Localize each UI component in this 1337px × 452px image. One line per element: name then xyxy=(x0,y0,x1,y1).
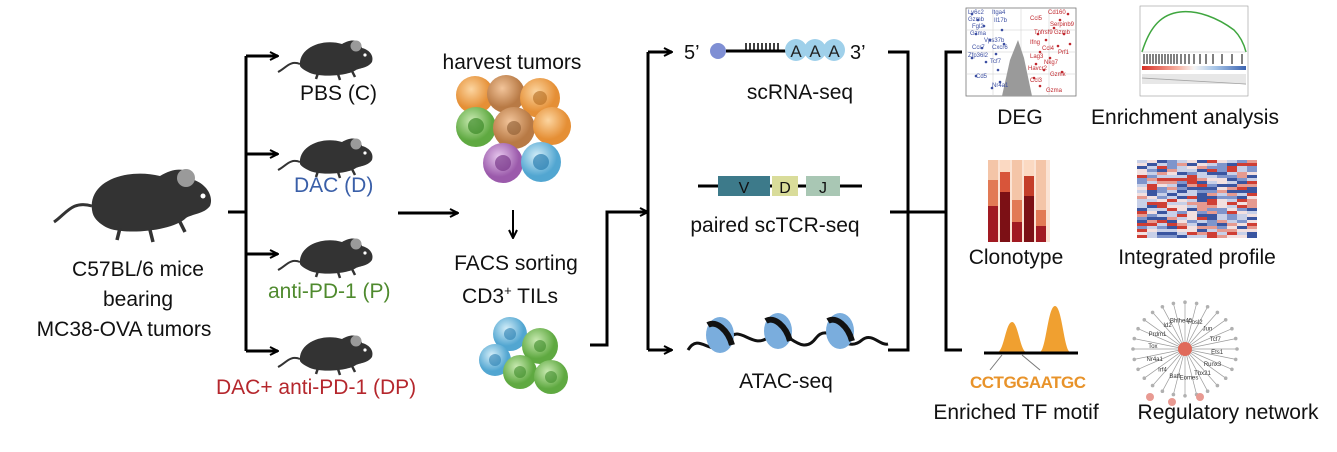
network-node-label: Ets1 xyxy=(1211,350,1224,356)
svg-text:Ifng: Ifng xyxy=(1030,40,1040,46)
svg-text:Vps37b: Vps37b xyxy=(984,38,1005,44)
tf-motif-label: Enriched TF motif xyxy=(933,401,1098,424)
tf-motif-peaks-icon: CCTGGAATGC xyxy=(970,306,1086,392)
tumor-cells-icon xyxy=(456,75,571,183)
svg-text:Ccl3: Ccl3 xyxy=(1030,78,1043,84)
start-label-line1: C57BL/6 mice xyxy=(72,258,204,281)
til-label: CD3+ TILs xyxy=(462,283,558,308)
sorted-tils-icon xyxy=(479,317,568,394)
network-node-label: Nr4a1 xyxy=(1147,357,1164,363)
volcano-plot-icon: Ly6c2 Gzmb Itga4 Fgl2 Il17b Gzma Vps37b … xyxy=(965,7,1077,97)
svg-text:Tcf7: Tcf7 xyxy=(990,59,1002,65)
network-label: Regulatory network xyxy=(1138,401,1319,424)
svg-text:Gzmb: Gzmb xyxy=(1054,30,1071,36)
svg-text:Tnfrsf9: Tnfrsf9 xyxy=(1034,30,1053,36)
svg-text:Nr4a1: Nr4a1 xyxy=(992,83,1009,89)
output-bracket xyxy=(888,50,962,352)
enrichment-plot-icon xyxy=(1139,5,1249,97)
network-node-label: Tbx21 xyxy=(1194,371,1211,377)
svg-text:Gzmk: Gzmk xyxy=(1050,72,1067,78)
svg-text:Ccl5: Ccl5 xyxy=(1030,16,1043,22)
svg-text:Ly6c2: Ly6c2 xyxy=(968,10,984,16)
svg-text:3’: 3’ xyxy=(850,42,866,64)
svg-text:Gzma: Gzma xyxy=(970,31,987,37)
network-node-label: Id2 xyxy=(1163,323,1172,329)
network-node-label: Tox xyxy=(1148,344,1157,350)
svg-text:Ccr7: Ccr7 xyxy=(972,45,985,51)
network-node-label: Bhlhe40 xyxy=(1170,319,1193,325)
svg-text:Itga4: Itga4 xyxy=(992,10,1006,16)
network-node-label: Eomes xyxy=(1180,375,1199,381)
integrated-label: Integrated profile xyxy=(1118,246,1276,269)
vdj-segments-icon: V D J xyxy=(698,176,862,197)
svg-text:Havcr2: Havcr2 xyxy=(1028,66,1048,72)
svg-text:Il17b: Il17b xyxy=(994,18,1008,24)
facs-label: FACS sorting xyxy=(454,252,578,275)
group-bracket xyxy=(228,56,278,351)
mouse-icon xyxy=(276,137,374,180)
network-node-label: Batf xyxy=(1169,374,1180,380)
svg-text:Gzmb: Gzmb xyxy=(968,17,985,23)
svg-text:Ccl4: Ccl4 xyxy=(1042,46,1055,52)
mouse-icon xyxy=(276,237,374,280)
start-label-line3: MC38-OVA tumors xyxy=(37,318,212,341)
svg-text:A: A xyxy=(828,42,840,61)
network-node-label: Irf4 xyxy=(1158,368,1167,374)
nucleosome-icon xyxy=(686,313,889,353)
atac-label: ATAC-seq xyxy=(739,370,833,393)
group-label-anti-pd1: anti-PD-1 (P) xyxy=(268,280,391,303)
network-node-label: Prdm1 xyxy=(1149,332,1167,338)
assay-bracket xyxy=(590,52,672,350)
svg-text:Fgl2: Fgl2 xyxy=(972,24,984,30)
svg-text:Cd160: Cd160 xyxy=(1048,10,1066,16)
tcr-label: paired scTCR-seq xyxy=(690,214,859,237)
integrated-heatmap-icon xyxy=(1137,160,1257,238)
svg-text:J: J xyxy=(819,180,827,197)
svg-text:Lag3: Lag3 xyxy=(1030,54,1044,60)
scrna-molecule-icon: 5’ A A A 3’ xyxy=(684,39,866,64)
start-label-line2: bearing xyxy=(103,288,173,311)
group-label-dac: DAC (D) xyxy=(294,174,373,197)
svg-text:V: V xyxy=(739,180,750,197)
svg-text:Serpinb9: Serpinb9 xyxy=(1050,22,1075,28)
harvest-label: harvest tumors xyxy=(443,51,582,74)
svg-text:5’: 5’ xyxy=(684,42,700,64)
enrichment-label: Enrichment analysis xyxy=(1091,106,1279,129)
svg-text:D: D xyxy=(779,180,791,197)
svg-text:Cd5: Cd5 xyxy=(976,74,988,80)
scrna-label: scRNA-seq xyxy=(747,81,853,104)
network-node-label: Runx3 xyxy=(1204,362,1222,368)
mouse-icon xyxy=(276,39,374,82)
network-node-label: Jun xyxy=(1203,327,1213,333)
network-node-label: Fosl2 xyxy=(1188,320,1203,326)
svg-text:A: A xyxy=(809,42,821,61)
group-label-dac-anti-pd1: DAC+ anti-PD-1 (DP) xyxy=(216,376,416,399)
svg-text:Zfp36l2: Zfp36l2 xyxy=(968,53,989,59)
mouse-icon xyxy=(276,334,374,377)
clonotype-label: Clonotype xyxy=(969,246,1064,269)
group-label-pbs: PBS (C) xyxy=(300,82,377,105)
svg-text:Prf1: Prf1 xyxy=(1058,50,1070,56)
source-mouse-icon xyxy=(53,169,212,243)
clonotype-chart-icon xyxy=(988,160,1050,242)
svg-text:Cxcr6: Cxcr6 xyxy=(992,45,1008,51)
network-node-label: Tcf7 xyxy=(1210,337,1222,343)
deg-label: DEG xyxy=(997,106,1043,129)
motif-logo: CCTGGAATGC xyxy=(970,373,1086,392)
svg-text:Gzma: Gzma xyxy=(1046,88,1063,94)
svg-text:A: A xyxy=(790,42,802,61)
svg-text:Nkg7: Nkg7 xyxy=(1044,60,1059,66)
